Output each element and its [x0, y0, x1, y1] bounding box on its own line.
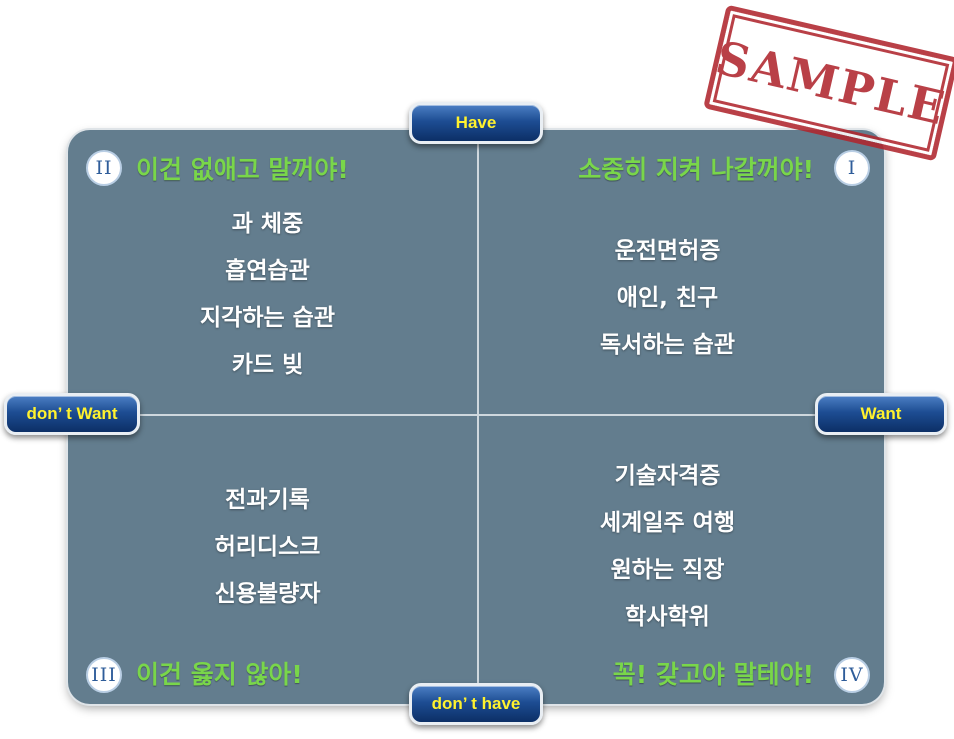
vertical-axis: [477, 130, 479, 704]
list-item: 애인, 친구: [616, 285, 719, 311]
list-item: 허리디스크: [214, 534, 321, 560]
axis-label-dont-want: don’ t Want: [4, 393, 140, 435]
quadrant-list-ii: 과 체중 흡연습관 지각하는 습관 카드 빚: [130, 201, 405, 389]
quadrant-heading-ii: 이건 없애고 말꺼야!: [136, 155, 349, 184]
list-item: 과 체중: [231, 211, 304, 237]
list-item: 학사학위: [625, 604, 710, 630]
quadrant-heading-iii: 이건 옳지 않아!: [136, 660, 303, 689]
horizontal-axis: [68, 414, 884, 416]
list-item: 신용불량자: [214, 581, 321, 607]
axis-label-dont-have: don’ t have: [409, 683, 543, 725]
quadrant-list-iv: 기술자격증 세계일주 여행 원하는 직장 학사학위: [530, 453, 805, 641]
list-item: 세계일주 여행: [600, 510, 735, 536]
quadrant-numeral-iii: III: [86, 657, 122, 693]
quadrant-heading-iv: 꼭! 갖고야 말테야!: [612, 660, 814, 689]
quadrant-board: [68, 130, 884, 704]
list-item: 운전면허증: [614, 238, 721, 264]
list-item: 기술자격증: [614, 463, 721, 489]
list-item: 흡연습관: [225, 258, 310, 284]
quadrant-numeral-iv: IV: [834, 657, 870, 693]
list-item: 독서하는 습관: [600, 332, 735, 358]
quadrant-numeral-ii: II: [86, 150, 122, 186]
axis-label-have: Have: [409, 102, 543, 144]
quadrant-heading-i: 소중히 지켜 나갈꺼야!: [578, 155, 814, 184]
quadrant-list-i: 운전면허증 애인, 친구 독서하는 습관: [530, 228, 805, 369]
list-item: 카드 빚: [231, 352, 304, 378]
quadrant-list-iii: 전과기록 허리디스크 신용불량자: [130, 477, 405, 618]
quadrant-numeral-i: I: [834, 150, 870, 186]
list-item: 원하는 직장: [610, 557, 725, 583]
list-item: 지각하는 습관: [200, 305, 335, 331]
axis-label-want: Want: [815, 393, 947, 435]
list-item: 전과기록: [225, 487, 310, 513]
